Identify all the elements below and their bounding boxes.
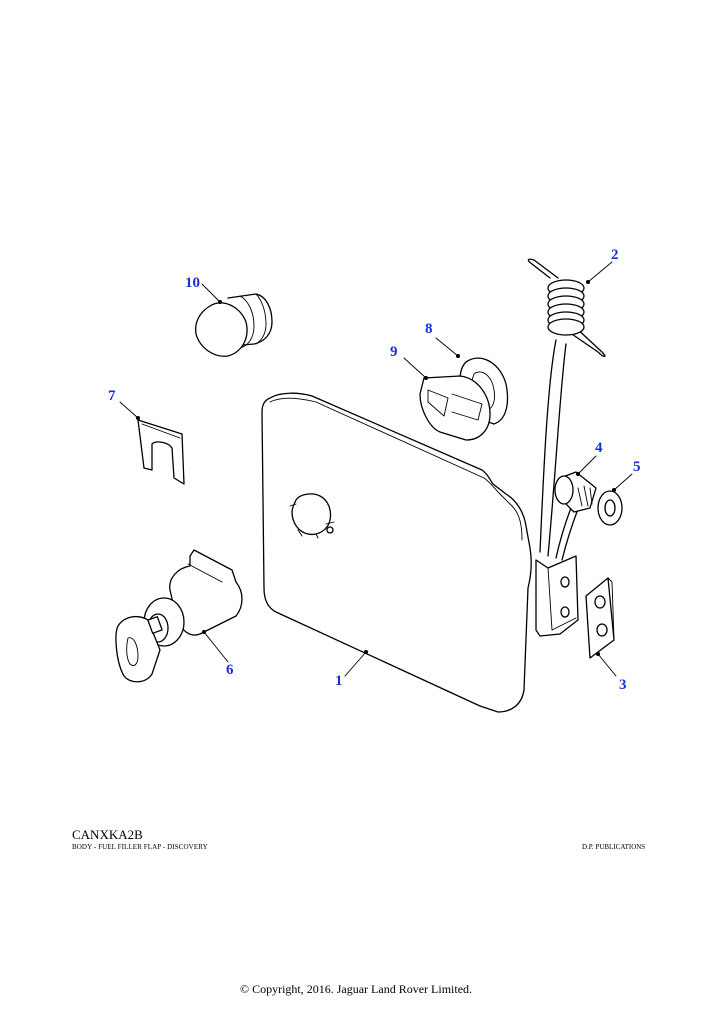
part-10-buffer[interactable] (194, 283, 273, 357)
callout-5[interactable]: 5 (633, 459, 641, 475)
callout-10[interactable]: 10 (185, 275, 200, 291)
copyright-notice: © Copyright, 2016. Jaguar Land Rover Lim… (239, 982, 473, 996)
part-6-lock-barrel[interactable] (115, 549, 243, 683)
part-5-washer[interactable] (597, 473, 633, 526)
callout-8[interactable]: 8 (425, 321, 433, 337)
callout-9[interactable]: 9 (390, 344, 398, 360)
callout-7[interactable]: 7 (108, 388, 116, 404)
part-4-bolt[interactable] (554, 455, 597, 513)
callout-2[interactable]: 2 (611, 247, 619, 263)
part-3-hinge-plate[interactable] (585, 577, 617, 677)
publisher-label: D.P. PUBLICATIONS (582, 843, 646, 851)
callout-6[interactable]: 6 (226, 662, 234, 678)
diagram-description: BODY - FUEL FILLER FLAP - DISCOVERY (72, 843, 208, 851)
callout-3[interactable]: 3 (619, 677, 627, 693)
diagram-code: CANXKA2B (72, 827, 143, 842)
part-9-latch[interactable] (403, 357, 491, 441)
callout-1[interactable]: 1 (335, 673, 343, 689)
part-7-retaining-clip[interactable] (119, 401, 185, 485)
callout-4[interactable]: 4 (595, 440, 603, 456)
part-1-filler-flap[interactable] (261, 339, 581, 713)
part-2-torsion-spring[interactable] (527, 258, 613, 358)
